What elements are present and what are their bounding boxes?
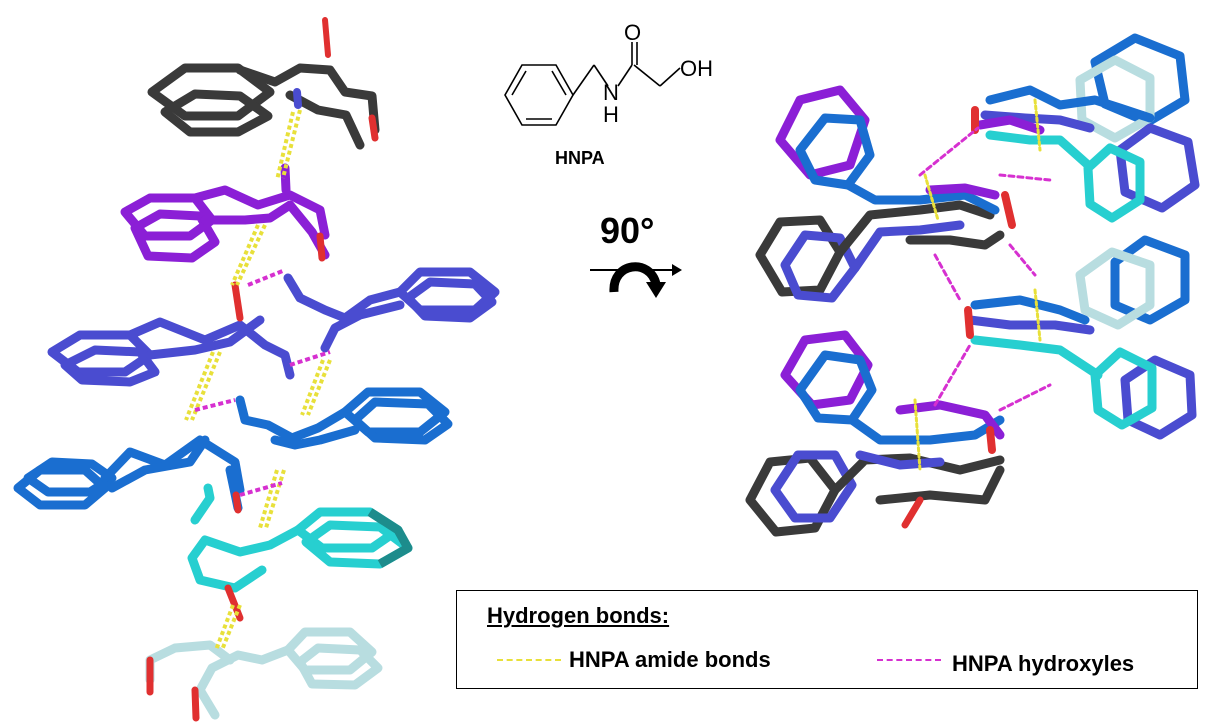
helix-stack xyxy=(13,17,500,722)
rotate-arrow-icon xyxy=(590,262,682,298)
structure-label: HNPA xyxy=(555,148,605,168)
hydrogen-label: H xyxy=(603,102,619,127)
hydroxyl-label: OH xyxy=(680,56,713,81)
molecule-blue-left xyxy=(13,435,245,514)
hnpa-structure xyxy=(504,42,681,126)
legend: Hydrogen bonds: HNPA amide bonds HNPA hy… xyxy=(456,590,1198,689)
oxygen-label: O xyxy=(624,20,641,45)
molecule-purple xyxy=(120,163,330,263)
rotated-view xyxy=(745,33,1200,537)
amide-hbonds-right xyxy=(913,98,1042,472)
legend-swatch-hydroxyl xyxy=(877,659,941,661)
cluster-top-left xyxy=(755,85,1016,303)
cluster-bottom-right xyxy=(965,235,1197,440)
nitrogen-label: N xyxy=(603,80,619,105)
molecule-light xyxy=(145,627,383,722)
hydroxyl-hbonds-left xyxy=(194,268,331,497)
molecule-indigo-left xyxy=(47,281,295,387)
molecule-indigo-right xyxy=(283,267,500,353)
hydroxyl-hbonds-right xyxy=(918,126,1052,412)
molecule-cyan-dark-edge xyxy=(367,508,413,568)
rotation-label: 90° xyxy=(600,210,655,251)
cluster-bottom-left xyxy=(745,330,1005,537)
oxygen-atoms-right xyxy=(964,106,996,454)
legend-item-amide: HNPA amide bonds xyxy=(569,647,771,672)
molecule-dark xyxy=(147,17,380,150)
amide-hbonds-left xyxy=(184,109,332,651)
legend-title: Hydrogen bonds: xyxy=(487,603,670,628)
cluster-top-right xyxy=(975,33,1200,223)
molecule-cyan xyxy=(187,483,413,622)
molecule-blue-right xyxy=(235,387,453,450)
legend-swatch-amide xyxy=(497,659,561,661)
legend-item-hydroxyl: HNPA hydroxyles xyxy=(952,651,1135,676)
